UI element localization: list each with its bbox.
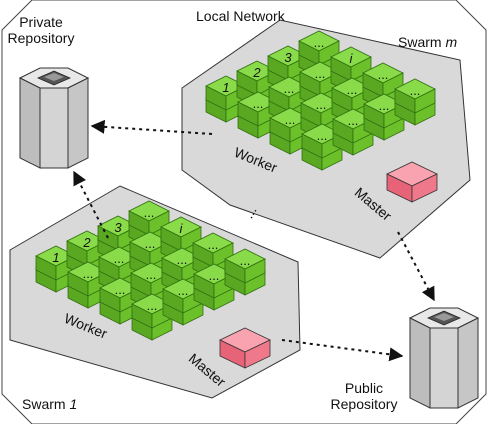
swarm-m-worker-node-label: 1 bbox=[222, 80, 229, 95]
swarm-m-worker-node-label: ... bbox=[285, 112, 296, 127]
swarm-1-master-node bbox=[219, 327, 271, 369]
swarm-1-worker-node-label: ... bbox=[146, 267, 157, 282]
public-repository-icon bbox=[408, 307, 480, 409]
swarm-1-label: Swarm 1 bbox=[22, 396, 77, 412]
private-repo-label-line2: Repository bbox=[7, 30, 75, 47]
swarm-1-worker-node-label: ... bbox=[115, 282, 126, 297]
swarm-1-worker-node: 2 bbox=[66, 230, 108, 278]
swarm-m-label-prefix: Swarm bbox=[398, 34, 446, 50]
swarm-m-worker-node: ... bbox=[332, 108, 374, 156]
swarm-m-worker-node-label: ... bbox=[314, 35, 325, 50]
swarm-m-worker-node-label: ... bbox=[253, 96, 264, 111]
swarm-1-worker-node-label: ... bbox=[240, 253, 251, 268]
swarm-1-worker-node: ... bbox=[67, 261, 109, 309]
swarm-m-worker-node-label: ... bbox=[410, 83, 421, 98]
swarm-1-worker-node: i bbox=[160, 216, 202, 264]
public-repo-label-line1: Public bbox=[344, 380, 384, 396]
swarm-m-worker-node-label: i bbox=[350, 51, 354, 66]
swarm-1-worker-node: 1 bbox=[35, 245, 77, 293]
swarm-1-worker-node: ... bbox=[162, 278, 204, 326]
swarm-1-worker-node: ... bbox=[193, 263, 235, 311]
swarm-m-worker-node: 1 bbox=[205, 75, 247, 123]
swarm-1-worker-node-label: 2 bbox=[82, 235, 91, 250]
swarm-m-worker-node-label: ... bbox=[347, 82, 358, 97]
private-repository-icon bbox=[18, 67, 90, 169]
swarm-m-label: Swarm m bbox=[398, 34, 457, 50]
public-repo-label-line2: Repository bbox=[330, 396, 398, 413]
swarm-1-worker-node: 3 bbox=[97, 215, 139, 263]
swarm-m-label-var: m bbox=[445, 34, 458, 50]
swarm-1-worker-node: ... bbox=[99, 277, 141, 325]
swarm-1-worker-node: ... bbox=[131, 293, 173, 341]
public-repo-label: Public Repository bbox=[320, 380, 408, 412]
swarm-1-worker-node: ... bbox=[192, 232, 234, 280]
swarm-1-worker-node-label: 1 bbox=[52, 250, 59, 265]
swarm-m-worker-node: ... bbox=[300, 92, 342, 140]
swarm-1-worker-node: ... bbox=[98, 246, 140, 294]
swarm-m-worker-node-label: ... bbox=[378, 67, 389, 82]
swarm-1-label-var: 1 bbox=[69, 396, 78, 412]
swarm-m-worker-node-label: ... bbox=[317, 128, 328, 143]
swarm-1-worker-node: ... bbox=[130, 262, 172, 310]
swarm-m-worker-node: ... bbox=[269, 107, 311, 155]
swarm-m-worker-node: ... bbox=[299, 61, 341, 109]
swarm-m-worker-node: ... bbox=[363, 93, 405, 141]
swarm-m-worker-node: ... bbox=[362, 62, 404, 110]
swarm-m-worker-node-label: ... bbox=[315, 66, 326, 81]
swarm-m-worker-node: ... bbox=[237, 91, 279, 139]
swarm-m-worker-node-label: ... bbox=[379, 98, 390, 113]
swarm-1-worker-node-label: ... bbox=[147, 298, 158, 313]
swarm-1-worker-node-label: ... bbox=[209, 268, 220, 283]
arrow-swarm-m-to-private bbox=[90, 119, 213, 135]
swarm-m-worker-node: ... bbox=[301, 123, 343, 171]
swarm-1-worker-node: ... bbox=[161, 247, 203, 295]
swarm-m-worker-node: ... bbox=[331, 77, 373, 125]
swarm-m-workers: 1 2... 3.................. i............... bbox=[205, 30, 436, 171]
swarm-1-worker-node: ... bbox=[129, 231, 171, 279]
arrow-swarm-m-to-public bbox=[397, 231, 435, 302]
arrow-swarm-1-to-public bbox=[281, 339, 404, 362]
arrow-swarm-1-to-private bbox=[73, 170, 109, 239]
swarm-1-label-prefix: Swarm bbox=[22, 396, 70, 412]
swarm-1-worker-node-label: 3 bbox=[114, 220, 122, 235]
swarm-m-worker-node-label: ... bbox=[316, 97, 327, 112]
private-repo-label: Private Repository bbox=[2, 14, 80, 46]
swarm-1-worker-node-label: ... bbox=[178, 283, 189, 298]
swarm-1-worker-node: ... bbox=[224, 248, 266, 296]
swarm-1-worker-node-label: ... bbox=[145, 236, 156, 251]
swarm-1-worker-node: ... bbox=[128, 200, 170, 248]
swarm-m-worker-node-label: 3 bbox=[284, 50, 292, 65]
swarm-m-worker-node: ... bbox=[394, 78, 436, 126]
swarm-m-worker-node-label: ... bbox=[348, 113, 359, 128]
swarm-1-worker-node-label: ... bbox=[144, 205, 155, 220]
swarm-m-worker-node: ... bbox=[268, 76, 310, 124]
swarm-1-worker-node-label: ... bbox=[208, 237, 219, 252]
swarm-1-worker-node-label: i bbox=[180, 221, 184, 236]
swarm-1-worker-node-label: ... bbox=[114, 251, 125, 266]
swarm-1-workers: 1 2... 3.................. i............... bbox=[35, 200, 266, 341]
swarm-m-worker-node-label: 2 bbox=[252, 65, 261, 80]
swarm-1-worker-node-label: ... bbox=[177, 252, 188, 267]
local-network-title: Local Network bbox=[196, 8, 285, 24]
swarm-m-worker-node: ... bbox=[298, 30, 340, 78]
swarm-m-worker-node-label: ... bbox=[284, 81, 295, 96]
swarm-m-master-node bbox=[386, 161, 438, 203]
swarm-m-worker-node: 2 bbox=[236, 60, 278, 108]
swarm-m-worker-node: i bbox=[330, 46, 372, 94]
private-repo-label-line1: Private bbox=[19, 14, 63, 30]
swarm-1-worker-node-label: ... bbox=[83, 266, 94, 281]
swarm-m-worker-node: 3 bbox=[267, 45, 309, 93]
